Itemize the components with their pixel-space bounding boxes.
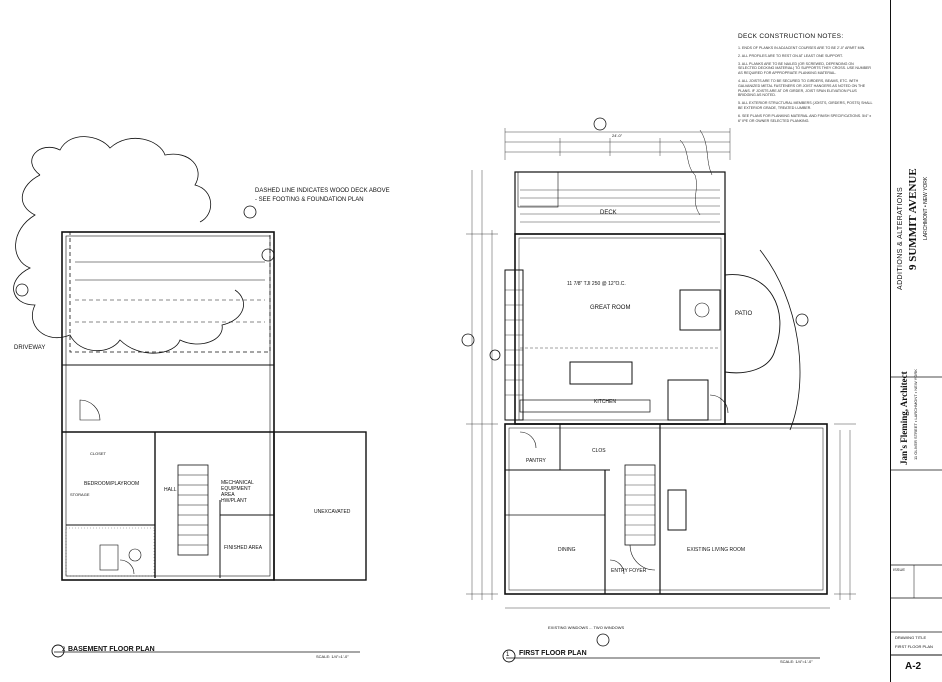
great-room-label: GREAT ROOM (590, 305, 631, 311)
project-town: LARCHMONT • NEW YORK (923, 176, 929, 240)
note-item: 5. ALL EXTERIOR STRUCTURAL MEMBERS (JOIS… (738, 101, 873, 110)
first-floor-plan-title: FIRST FLOOR PLAN (519, 650, 587, 657)
windows-note: EXISTING WINDOWS ... TWO WINDOWS (548, 625, 625, 630)
pantry-label: PANTRY (526, 458, 546, 464)
dining-label: DINING (558, 547, 576, 553)
sheet-number: A-2 (905, 661, 922, 672)
deck-outline (514, 171, 726, 235)
unexcavated-outline (273, 431, 367, 581)
project-address: 9 SUMMIT AVENUE (907, 168, 919, 270)
basement-plan (13, 136, 367, 581)
great-room-walls (514, 233, 726, 425)
first-floor-plan (466, 128, 856, 609)
sheet-title: FIRST FLOOR PLAN (895, 644, 933, 649)
kitchen-label: KITCHEN (594, 399, 616, 405)
deck-construction-notes: DECK CONSTRUCTION NOTES: 1. ENDS OF PLAN… (738, 33, 873, 126)
driveway-label: DRIVEWAY (14, 345, 46, 351)
clos-label: CLOS (592, 448, 606, 454)
notes-heading: DECK CONSTRUCTION NOTES: (738, 33, 844, 40)
basement-see-plan-note: - SEE FOOTING & FOUNDATION PLAN (255, 197, 364, 203)
patio-outline (724, 274, 781, 374)
joists-label: 11 7/8" TJI 250 @ 12"O.C. (567, 281, 626, 287)
note-item: 2. ALL PROFILES ARE TO REST ON AT LEAST … (738, 53, 843, 58)
patio-label: PATIO (735, 311, 753, 317)
basement-scale: SCALE: 1/4"=1'-0" (316, 654, 349, 659)
storage-label: STORAGE (70, 492, 90, 497)
unexcavated-label: UNEXCAVATED (314, 509, 351, 515)
living-room-label: EXISTING LIVING ROOM (687, 547, 746, 553)
drawing-title-box: DRAWING TITLE (895, 635, 927, 640)
deck-above-dashed (69, 231, 271, 353)
architect-name: Jan's Fleming, Architect (899, 371, 909, 465)
issue-label: ISSUE (893, 567, 906, 572)
project-name: ADDITIONS & ALTERATIONS (897, 186, 904, 290)
basement-foundation (61, 231, 275, 581)
basement-plan-title: BASEMENT FLOOR PLAN (68, 646, 155, 653)
basement-title-number: 2 (62, 647, 66, 653)
mechanical-label: MECHANICAL EQUIPMENT AREA HW/PLANT (221, 480, 254, 504)
basement-title-marker (51, 644, 65, 658)
deck-label: DECK (600, 210, 617, 216)
existing-house-walls (504, 423, 828, 595)
first-floor-title-number: 1 (506, 652, 510, 658)
entry-foyer-label: ENTRY FOYER (611, 568, 647, 574)
note-item: 6. SEE PLANS FOR PLANKING MATERIAL AND F… (738, 113, 872, 123)
note-item: 1. ENDS OF PLANKS IN ADJACENT COURSES AR… (738, 46, 866, 50)
architect-address: 11 OLIVER STREET • LARCHMONT • NEW YORK (913, 369, 918, 460)
title-block: ADDITIONS & ALTERATIONS 9 SUMMIT AVENUE … (890, 0, 942, 682)
closet-label: CLOSET (90, 451, 107, 456)
note-item: 3. ALL PLANKS ARE TO BE NAILED (OR SCREW… (738, 61, 871, 76)
basement-dashed-note: DASHED LINE INDICATES WOOD DECK ABOVE (255, 188, 390, 194)
shrub-outline (13, 136, 244, 354)
top-dimension: 24'-0" (612, 133, 623, 138)
hall-label: HALL (164, 487, 177, 493)
note-item: 4. ALL JOISTS ARE TO BE SECURED TO GIRDE… (738, 78, 866, 98)
bedroom-label: BEDROOM/PLAYROOM (84, 481, 140, 487)
kitchen-island (569, 361, 633, 385)
first-floor-title-marker (502, 649, 516, 663)
first-floor-scale: SCALE: 1/4"=1'-0" (780, 659, 813, 664)
finished-area-label: FINISHED AREA (224, 545, 263, 551)
